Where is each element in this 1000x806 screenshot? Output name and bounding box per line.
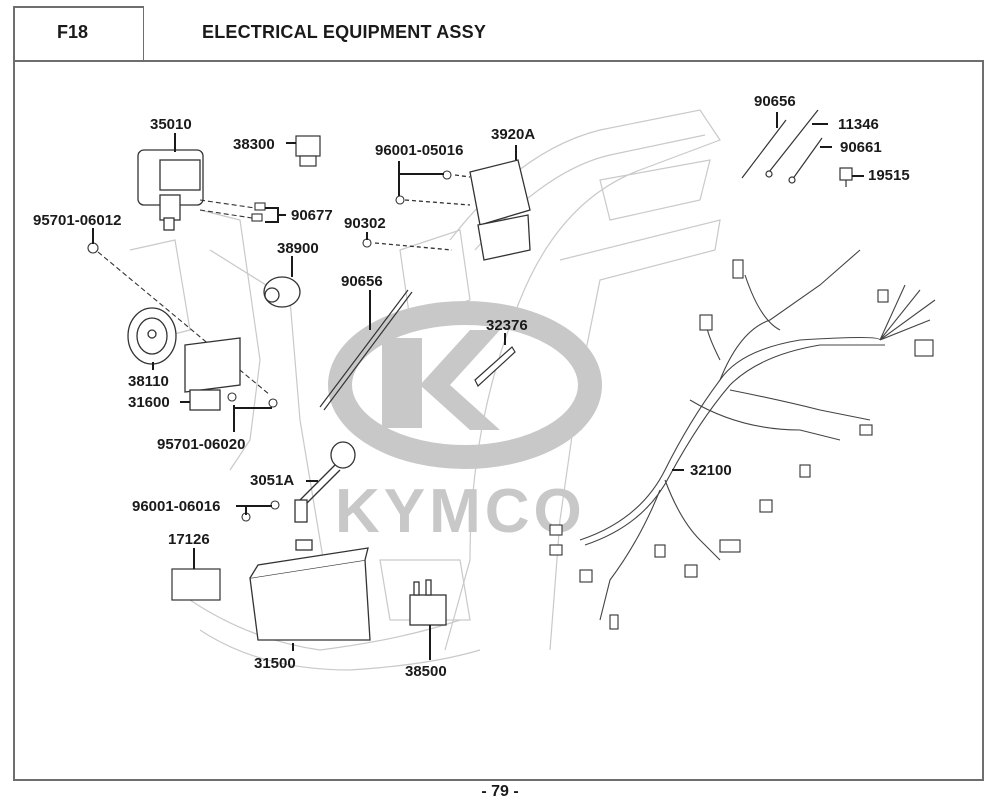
horn-38110: [127, 307, 177, 365]
part-label-90661[interactable]: 90661: [840, 139, 882, 156]
page-number: - 79 -: [481, 783, 519, 800]
part-label-38900[interactable]: 38900: [277, 240, 319, 257]
part-label-19515[interactable]: 19515: [868, 167, 910, 184]
ignition-switch-35010: [137, 149, 204, 231]
harness-32100: [579, 249, 936, 621]
part-label-38110[interactable]: 38110: [128, 373, 169, 390]
header-divider: [144, 60, 984, 62]
part-label-31600[interactable]: 31600: [128, 394, 170, 411]
part-label-95701-06020[interactable]: 95701-06020: [157, 436, 246, 453]
bolts-95701-06020: [227, 392, 278, 408]
bolts-96001-06016: [241, 500, 280, 522]
clamp-32376: [474, 346, 516, 387]
cable-ties-90656-top: [741, 109, 823, 184]
kymco-logo-watermark: [328, 301, 602, 469]
kymco-watermark-text: KYMCO: [335, 477, 586, 546]
sensor-3051A: [294, 441, 356, 523]
part-label-3920A[interactable]: 3920A: [491, 126, 536, 143]
cable-tie-90656-mid: [319, 289, 413, 411]
part-label-17126[interactable]: 17126: [168, 531, 210, 548]
part-label-11346[interactable]: 11346: [838, 116, 879, 133]
regulator-31600: [184, 337, 241, 411]
clip-19515: [839, 167, 853, 187]
part-label-90677[interactable]: 90677: [291, 207, 333, 224]
part-label-32100[interactable]: 32100: [690, 462, 732, 479]
part-label-96001-05016[interactable]: 96001-05016: [375, 142, 464, 159]
harness-connectors: [549, 259, 934, 630]
ecu-3920A: [374, 159, 531, 261]
part-label-35010[interactable]: 35010: [150, 116, 192, 133]
part-label-3051A[interactable]: 3051A: [250, 472, 295, 489]
part-label-38300[interactable]: 38300: [233, 136, 275, 153]
page-title: ELECTRICAL EQUIPMENT ASSY: [202, 22, 487, 42]
part-label-31500[interactable]: 31500: [254, 655, 296, 672]
part-label-90656-top[interactable]: 90656: [754, 93, 796, 110]
section-code-box: [13, 6, 144, 62]
leader-lines: [92, 112, 864, 660]
socket-38900: [263, 276, 301, 308]
section-code: F18: [57, 22, 89, 42]
part-label-32376[interactable]: 32376: [486, 317, 528, 334]
battery-31500: [249, 539, 371, 641]
part-label-90656-mid[interactable]: 90656: [341, 273, 383, 290]
relay-38300: [295, 135, 321, 167]
starter-relay-38500: [409, 579, 447, 626]
part-label-96001-06016[interactable]: 96001-06016: [132, 498, 221, 515]
part-label-38500[interactable]: 38500: [405, 663, 447, 680]
part-label-95701-06012[interactable]: 95701-06012: [33, 212, 122, 229]
part-label-90302[interactable]: 90302: [344, 215, 386, 232]
pad-17126: [171, 568, 221, 601]
bolts-96001-05016: [362, 170, 452, 248]
scooter-frame: [129, 109, 721, 671]
screws-90677: [199, 199, 266, 222]
